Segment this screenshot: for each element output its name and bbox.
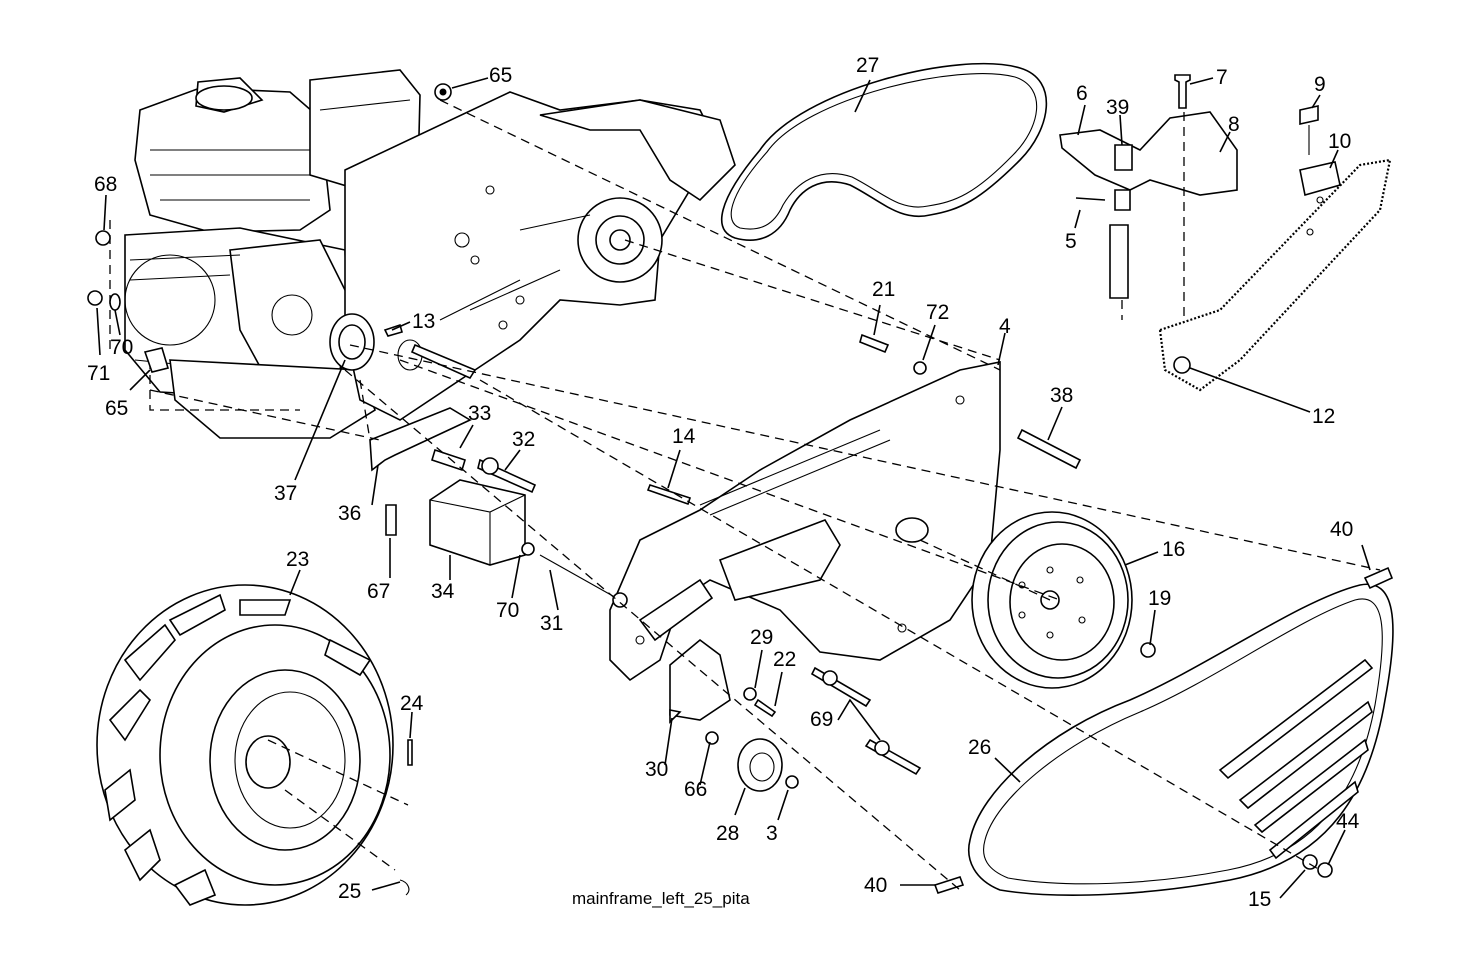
- driven-pulley: [971, 511, 1133, 689]
- callout-leaders: [96, 77, 1371, 899]
- callout-25: 25: [338, 880, 361, 903]
- hardware: [87, 230, 1394, 896]
- callout-9: 9: [1314, 73, 1326, 96]
- callout-7: 7: [1216, 66, 1228, 89]
- callout-28: 28: [716, 822, 739, 845]
- callout-15: 15: [1248, 888, 1271, 911]
- callout-8: 8: [1228, 113, 1240, 136]
- callout-70-left: 70: [110, 336, 133, 359]
- callout-27: 27: [856, 54, 879, 77]
- callout-24: 24: [400, 692, 424, 715]
- callout-4: 4: [999, 315, 1011, 338]
- main-frame: [329, 83, 736, 421]
- callout-40-right: 40: [1330, 518, 1353, 541]
- callout-71: 71: [87, 362, 110, 385]
- wheel-tire: [96, 584, 409, 906]
- callout-67: 67: [367, 580, 390, 603]
- drive-belt: [720, 62, 1048, 241]
- callout-21: 21: [872, 278, 895, 301]
- callout-10: 10: [1328, 130, 1351, 153]
- callout-29: 29: [750, 626, 773, 649]
- callout-30: 30: [645, 758, 668, 781]
- callout-26: 26: [968, 736, 991, 759]
- callout-13: 13: [412, 310, 435, 333]
- callout-65-top: 65: [489, 64, 512, 87]
- callout-39: 39: [1106, 96, 1129, 119]
- idler-bracket-assembly: [1059, 74, 1238, 320]
- callout-22: 22: [773, 648, 796, 671]
- callout-labels: 65 27 6 39 7 8 9 10 68 5 21 72 4 13 70 7…: [87, 54, 1360, 911]
- callout-23: 23: [286, 548, 309, 571]
- callout-14: 14: [672, 425, 696, 448]
- callout-40-bottom: 40: [864, 874, 887, 897]
- belt-guard: [1158, 105, 1392, 392]
- callout-44: 44: [1336, 810, 1360, 833]
- callout-72: 72: [926, 301, 949, 324]
- callout-68: 68: [94, 173, 117, 196]
- callout-66: 66: [684, 778, 707, 801]
- callout-65-left: 65: [105, 397, 128, 420]
- callout-34: 34: [431, 580, 455, 603]
- callout-16: 16: [1162, 538, 1185, 561]
- callout-36: 36: [338, 502, 361, 525]
- callout-12: 12: [1312, 405, 1335, 428]
- callout-38: 38: [1050, 384, 1073, 407]
- callout-31: 31: [540, 612, 563, 635]
- callout-37: 37: [274, 482, 297, 505]
- callout-3: 3: [766, 822, 778, 845]
- callout-70-mid: 70: [496, 599, 519, 622]
- callout-69: 69: [810, 708, 833, 731]
- callout-5: 5: [1065, 230, 1077, 253]
- callout-19: 19: [1148, 587, 1171, 610]
- belt-cover: [968, 583, 1394, 896]
- side-plate: [609, 361, 1001, 724]
- callout-6: 6: [1076, 82, 1088, 105]
- assembly-guide-lines: [149, 99, 1381, 891]
- callout-33: 33: [468, 402, 491, 425]
- diagram-caption: mainframe_left_25_pita: [572, 889, 750, 908]
- callout-32: 32: [512, 428, 535, 451]
